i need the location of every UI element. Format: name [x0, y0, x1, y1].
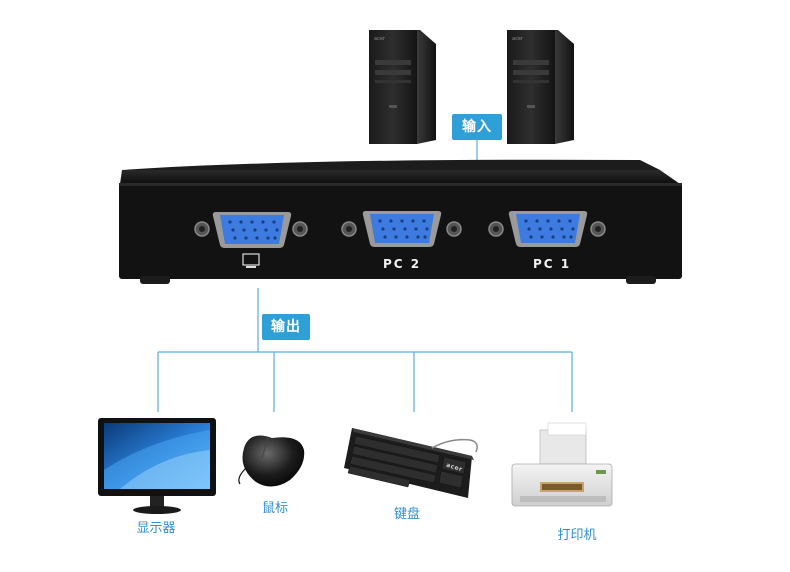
keyboard-device [344, 428, 478, 498]
input-label-badge: 输入 [452, 114, 502, 140]
svg-text:acer: acer [512, 36, 524, 42]
vga-port-pc2 [341, 211, 462, 247]
vga-port-pc1 [488, 211, 606, 247]
svg-text:acer: acer [374, 36, 386, 42]
pc-tower-left: acer [369, 30, 436, 144]
monitor-device [98, 418, 216, 514]
port-label-pc2: PC 2 [383, 257, 422, 271]
port-label-pc1: PC 1 [533, 257, 572, 271]
device-label-keyboard: 键盘 [393, 507, 420, 522]
vga-port-output [194, 212, 308, 248]
output-connector-lines [157, 288, 573, 412]
pc-tower-right: acer [507, 30, 574, 144]
monitor-symbol-icon [242, 253, 260, 268]
device-label-mouse: 鼠标 [261, 501, 288, 516]
mouse-device [238, 435, 305, 487]
device-label-monitor: 显示器 [136, 521, 176, 536]
printer-device [511, 422, 613, 507]
device-label-printer: 打印机 [557, 528, 597, 543]
output-label-badge: 输出 [262, 314, 310, 340]
